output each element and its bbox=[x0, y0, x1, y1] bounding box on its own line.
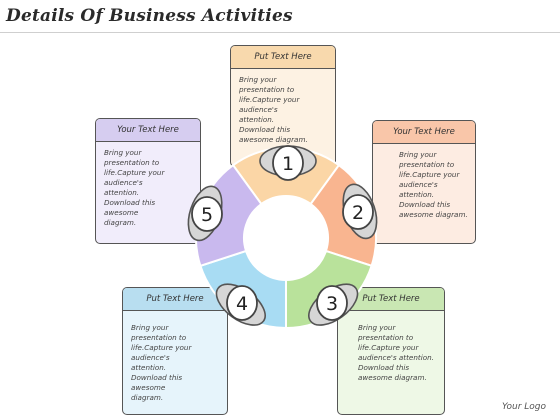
badge-oval-3 bbox=[316, 285, 348, 321]
badge-number-1: 1 bbox=[282, 153, 294, 175]
badge-2: 2 bbox=[342, 183, 378, 240]
card-4-body: Bring your presentation to life.Capture … bbox=[131, 323, 192, 402]
badge-4: 4 bbox=[215, 283, 266, 326]
text-card-2: Your Text Here Bring your presentation t… bbox=[372, 120, 476, 244]
card-5-header: Your Text Here bbox=[96, 119, 200, 142]
badge-number-3: 3 bbox=[326, 293, 338, 315]
card-1-header: Put Text Here bbox=[231, 46, 335, 69]
badge-oval-1 bbox=[272, 145, 304, 181]
ring-center bbox=[244, 196, 328, 280]
logo-placeholder: Your Logo bbox=[501, 402, 546, 412]
badge-1: 1 bbox=[259, 145, 317, 181]
card-5-body: Bring your presentation to life.Capture … bbox=[104, 148, 165, 227]
badge-number-2: 2 bbox=[352, 202, 364, 224]
card-1-body: Bring your presentation to life.Capture … bbox=[239, 75, 308, 144]
text-card-3: Put Text Here Bring your presentation to… bbox=[337, 287, 445, 415]
badge-3: 3 bbox=[308, 283, 359, 326]
badge-number-5: 5 bbox=[201, 204, 213, 226]
card-3-header: Put Text Here bbox=[338, 288, 444, 311]
badge-oval-2 bbox=[342, 194, 374, 230]
title-divider bbox=[0, 32, 560, 33]
badge-oval-5 bbox=[191, 196, 223, 232]
card-2-body: Bring your presentation to life.Capture … bbox=[399, 150, 468, 219]
page-title: Details Of Business Activities bbox=[6, 6, 293, 26]
card-2-header: Your Text Here bbox=[373, 121, 475, 144]
number-badges: 1 2 3 4 5 bbox=[187, 145, 378, 326]
badge-number-4: 4 bbox=[236, 293, 248, 315]
card-4-header: Put Text Here bbox=[123, 288, 227, 311]
card-3-body: Bring your presentation to life.Capture … bbox=[358, 323, 434, 382]
text-card-4: Put Text Here Bring your presentation to… bbox=[122, 287, 228, 415]
badge-5: 5 bbox=[187, 185, 223, 242]
text-card-5: Your Text Here Bring your presentation t… bbox=[95, 118, 201, 244]
badge-oval-4 bbox=[226, 285, 258, 321]
